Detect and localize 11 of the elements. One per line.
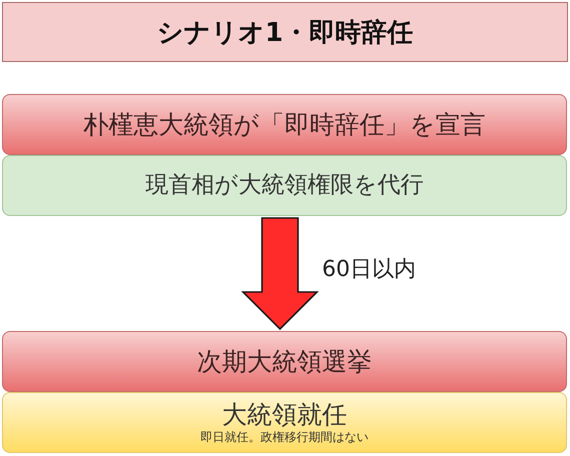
step-label: 朴槿恵大統領が「即時辞任」を宣言: [84, 110, 486, 138]
step-box: [2, 94, 567, 155]
step-box: [2, 331, 567, 392]
step-label: 大統領就任: [222, 401, 347, 429]
step-label: 次期大統領選挙: [197, 348, 372, 376]
block-arrow: [241, 217, 319, 330]
step-box: [2, 392, 567, 453]
step-label: 現首相が大統領権限を代行: [146, 172, 424, 198]
step-box: [2, 155, 567, 216]
title-banner: シナリオ1・即時辞任: [2, 2, 568, 62]
note-text: 即日就任。政権移行期間はない: [200, 430, 368, 444]
